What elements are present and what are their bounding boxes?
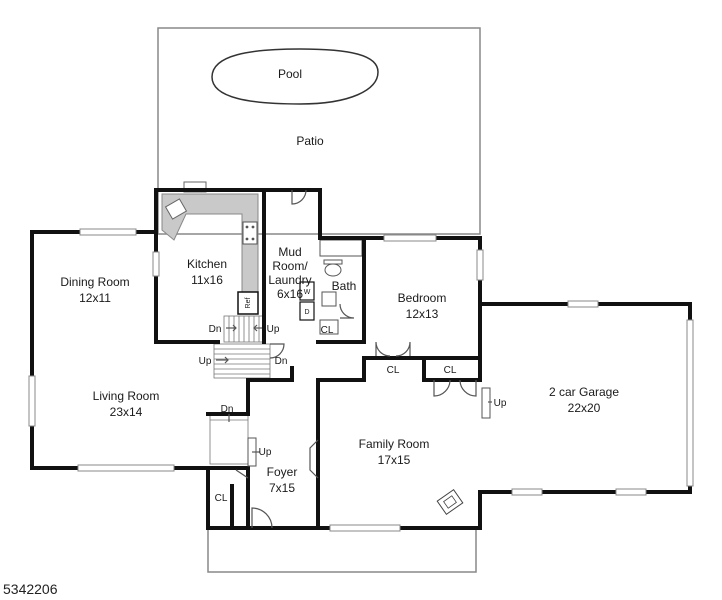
cooktop-burners — [245, 225, 255, 241]
dryer-label: D — [304, 309, 309, 316]
dining-room-dim: 12x11 — [79, 291, 111, 305]
washer — [299, 281, 315, 301]
porch-outline — [207, 527, 477, 573]
listing-id: 5342206 — [3, 581, 58, 597]
garage-dim: 22x20 — [568, 401, 601, 415]
mud-room-line-2: Room/ — [272, 259, 308, 273]
stair-up-label-3: Up — [259, 447, 272, 458]
stair-up-label-1: Up — [267, 324, 280, 335]
mud-room-line-1: Mud — [278, 245, 301, 259]
closet-label-mud: CL — [321, 325, 334, 336]
kitchen-dim: 11x16 — [191, 273, 223, 287]
family-room-name: Family Room — [359, 437, 430, 451]
living-room-name: Living Room — [93, 389, 160, 403]
refrigerator — [237, 291, 259, 315]
patio-label: Patio — [296, 134, 324, 148]
bedroom-name: Bedroom — [398, 291, 447, 305]
living-room-dim: 23x14 — [110, 405, 143, 419]
garage-step — [481, 387, 491, 419]
washer-label: W — [304, 289, 311, 296]
doors — [235, 189, 477, 529]
dining-room-name: Dining Room — [60, 275, 129, 289]
staircase-upper — [223, 315, 265, 343]
mud-room-dim: 6x16 — [277, 287, 303, 301]
stair-up-label-2: Up — [199, 356, 212, 367]
stair-dn-label-1: Dn — [209, 324, 222, 335]
pool-label: Pool — [278, 67, 302, 81]
bedroom-dim: 12x13 — [406, 307, 439, 321]
windows — [28, 228, 694, 532]
ref-label: Ref — [245, 298, 252, 309]
bath-label: Bath — [332, 279, 357, 293]
kitchen-sink — [164, 198, 188, 220]
staircase-lower — [213, 343, 271, 379]
toilet-tank — [323, 259, 343, 265]
closet-label-bedroom-2: CL — [444, 365, 457, 376]
fireplace-symbol — [436, 489, 464, 515]
dryer — [299, 301, 315, 321]
family-room-dim: 17x15 — [378, 453, 411, 467]
mud-sink — [321, 291, 337, 307]
kitchen-name: Kitchen — [187, 257, 227, 271]
kitchen-cooktop — [242, 221, 258, 245]
stair-dn-label-2: Dn — [275, 356, 288, 367]
closet-label-bedroom-1: CL — [387, 365, 400, 376]
garage-up-label: Up — [494, 398, 507, 409]
bathtub — [319, 239, 363, 257]
pool-shape — [211, 48, 379, 105]
closet-label-foyer: CL — [215, 493, 228, 504]
toilet — [324, 263, 342, 277]
foyer-name: Foyer — [267, 465, 298, 479]
vanity — [319, 319, 339, 335]
foyer-dim: 7x15 — [269, 481, 295, 495]
stair-arrows — [216, 324, 492, 453]
garage-name: 2 car Garage — [549, 385, 619, 399]
mud-room-line-3: Laundry — [268, 273, 311, 287]
stair-dn-label-3: Dn — [221, 404, 234, 415]
